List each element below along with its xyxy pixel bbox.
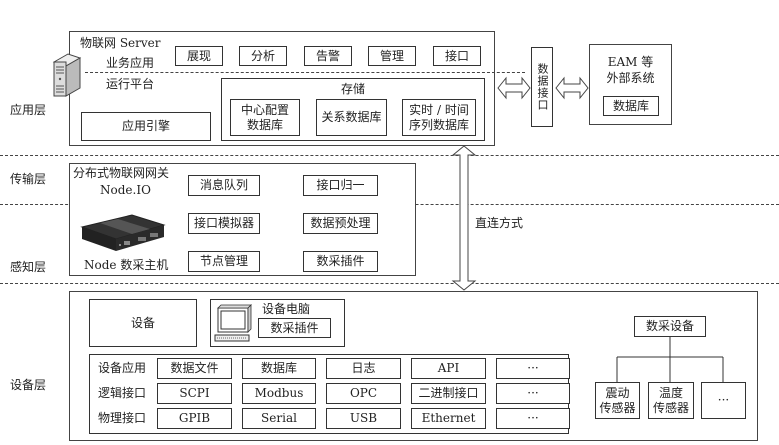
layer-label-application: 应用层	[10, 103, 47, 117]
row-label-physical-interface: 物理接口	[98, 411, 147, 425]
storage-title: 存储	[341, 82, 366, 96]
row-label-device-app: 设备应用	[98, 361, 147, 375]
table-cell[interactable]: 日志	[326, 358, 401, 379]
sensor-temperature-label: 温度 传感器	[652, 385, 689, 415]
node-host-label: Node 数采主机	[84, 258, 169, 272]
storage-relational-db-label: 关系数据库	[321, 110, 382, 124]
sensor-vibration[interactable]: 震动 传感器	[595, 382, 640, 419]
device-pc-title: 设备电脑	[262, 302, 311, 316]
node-management[interactable]: 节点管理	[188, 251, 260, 272]
layer-label-perception: 感知层	[10, 260, 47, 274]
storage-config-db-label: 中心配置 数据库	[240, 102, 289, 132]
data-interface-box[interactable]: 数据接口	[531, 47, 553, 127]
storage-relational-db[interactable]: 关系数据库	[316, 99, 387, 136]
table-cell[interactable]: OPC	[326, 383, 401, 404]
app-engine[interactable]: 应用引擎	[81, 112, 211, 141]
direct-connect-arrow	[451, 145, 477, 291]
direct-connect-label: 直连方式	[475, 216, 524, 230]
business-app-label: 业务应用	[106, 56, 155, 70]
gateway-subtitle: Node.IO	[100, 183, 151, 197]
gateway-message-queue[interactable]: 消息队列	[188, 175, 260, 196]
table-cell[interactable]: ···	[496, 383, 570, 404]
module-display[interactable]: 展现	[175, 46, 223, 66]
acquisition-tree-connectors	[616, 337, 724, 382]
table-cell[interactable]: GPIB	[157, 408, 232, 429]
computer-icon	[214, 304, 252, 342]
server-icon	[52, 53, 82, 97]
node-acquisition-plugin[interactable]: 数采插件	[303, 251, 378, 272]
table-cell[interactable]: Modbus	[242, 383, 316, 404]
gateway-interface-normalize[interactable]: 接口归一	[303, 175, 378, 196]
device-box[interactable]: 设备	[89, 299, 197, 347]
table-cell[interactable]: 二进制接口	[411, 383, 486, 404]
data-interface-label: 数据接口	[536, 63, 549, 111]
sensor-more[interactable]: ···	[701, 382, 746, 419]
table-cell[interactable]: USB	[326, 408, 401, 429]
table-cell[interactable]: ···	[496, 358, 570, 379]
module-alarm[interactable]: 告警	[304, 46, 352, 66]
device-pc-plugin[interactable]: 数采插件	[258, 318, 331, 338]
table-cell[interactable]: API	[411, 358, 486, 379]
bidirectional-arrow-interface-external	[555, 76, 589, 100]
acquisition-device[interactable]: 数采设备	[634, 316, 706, 337]
table-cell[interactable]: 数据文件	[157, 358, 232, 379]
module-analysis[interactable]: 分析	[239, 46, 287, 66]
runtime-platform-label: 运行平台	[106, 77, 155, 91]
node-data-preprocess[interactable]: 数据预处理	[303, 213, 378, 234]
storage-timeseries-db-label: 实时 / 时间 序列数据库	[408, 102, 469, 132]
row-label-logic-interface: 逻辑接口	[98, 386, 147, 400]
layer-divider-perception-device	[0, 283, 779, 284]
server-title: 物联网 Server	[80, 36, 161, 50]
layer-label-device: 设备层	[10, 378, 47, 392]
node-host-device-icon	[80, 214, 166, 251]
table-cell[interactable]: Serial	[242, 408, 316, 429]
layer-label-transport: 传输层	[10, 172, 47, 186]
external-system-title: EAM 等 外部系统	[606, 55, 655, 85]
sensor-temperature[interactable]: 温度 传感器	[648, 382, 694, 419]
layer-divider-app-transport	[0, 155, 779, 156]
business-runtime-divider	[85, 72, 495, 73]
bidirectional-arrow-server-interface	[497, 76, 531, 100]
sensor-vibration-label: 震动 传感器	[599, 385, 636, 415]
table-cell[interactable]: 数据库	[242, 358, 316, 379]
node-interface-simulator[interactable]: 接口模拟器	[188, 213, 260, 234]
module-management[interactable]: 管理	[368, 46, 416, 66]
external-database[interactable]: 数据库	[603, 96, 659, 116]
table-cell[interactable]: SCPI	[157, 383, 232, 404]
sensor-more-label: ···	[717, 393, 730, 407]
table-cell[interactable]: ···	[496, 408, 570, 429]
storage-config-db[interactable]: 中心配置 数据库	[230, 99, 300, 136]
gateway-title: 分布式物联网网关	[73, 166, 170, 180]
table-cell[interactable]: Ethernet	[411, 408, 486, 429]
storage-timeseries-db[interactable]: 实时 / 时间 序列数据库	[402, 99, 476, 136]
module-interface[interactable]: 接口	[433, 46, 481, 66]
